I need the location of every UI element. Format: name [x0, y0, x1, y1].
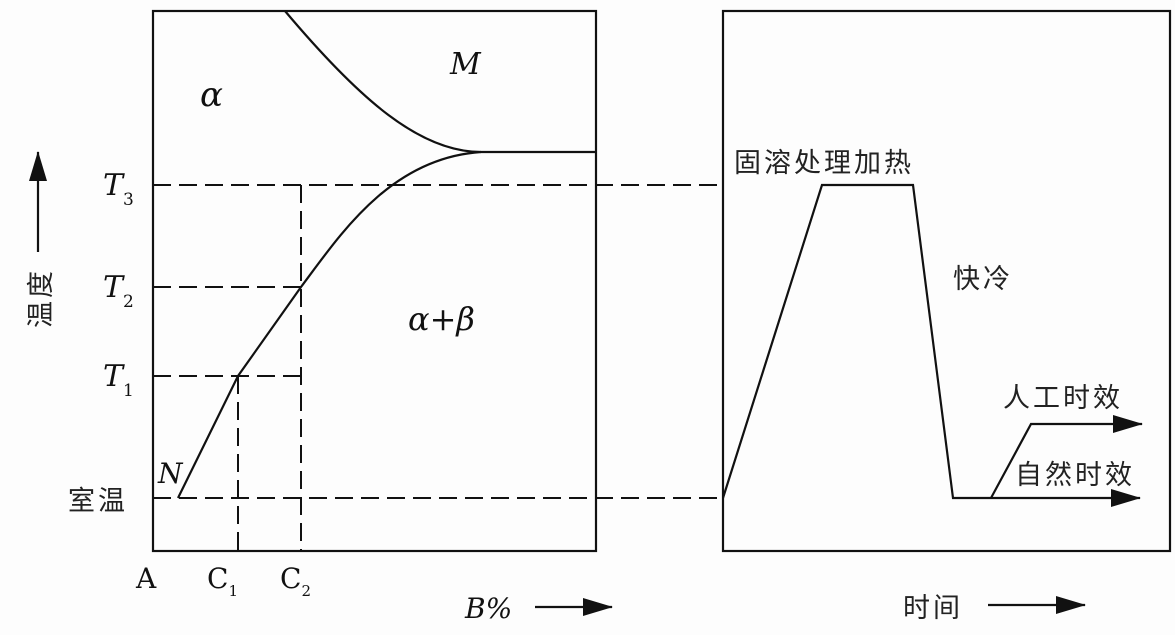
- process-curve: [721, 183, 1141, 507]
- composition-axis-label: B%: [464, 592, 512, 625]
- natural-aging-label: 自然时效: [1015, 460, 1135, 491]
- room-temp-label: 室温: [68, 486, 128, 517]
- c2-tick-label: C2: [280, 562, 311, 600]
- heat-treatment-process: 固溶处理加热 快冷 人工时效 自然时效 时间: [721, 9, 1172, 624]
- m-phase-boundary: [284, 10, 596, 154]
- solution-heating-label: 固溶处理加热: [734, 148, 914, 179]
- alpha-region-label: α: [200, 75, 223, 115]
- t2-label: T2: [103, 270, 134, 312]
- a-tick-label: A: [135, 562, 157, 595]
- point-n-label: N: [157, 457, 184, 490]
- time-axis-label: 时间: [903, 593, 963, 624]
- temperature-axis-label: 温度: [26, 268, 57, 328]
- phase-diagram-frame: [151, 9, 598, 553]
- t1-label: T1: [103, 359, 134, 401]
- phase-diagram: α M α+β N T3 T2 T1 室温 A C1 C2 温度 B%: [26, 9, 723, 625]
- quench-label: 快冷: [953, 264, 1013, 295]
- process-frame: [721, 9, 1172, 553]
- alpha-beta-region-label: α+β: [408, 300, 475, 338]
- solvus-curve: [177, 150, 482, 499]
- artificial-aging-label: 人工时效: [1003, 383, 1123, 414]
- c1-tick-label: C1: [207, 562, 238, 600]
- artificial-aging-curve: [990, 415, 1143, 499]
- m-region-label: M: [449, 47, 482, 82]
- t3-label: T3: [103, 168, 134, 210]
